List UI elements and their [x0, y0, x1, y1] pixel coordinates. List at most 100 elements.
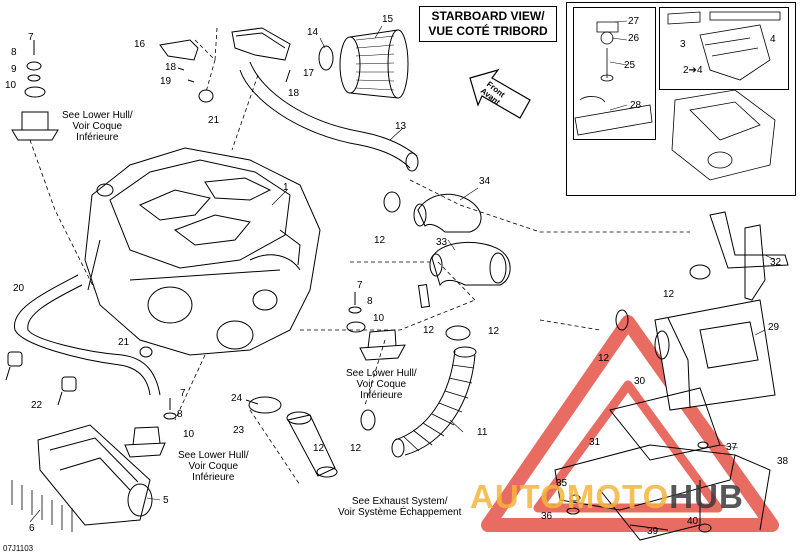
engine-1: [84, 147, 321, 356]
inset-sub-frame-left: [573, 7, 656, 140]
callout-13: 13: [395, 121, 407, 132]
callout-22: 22: [31, 400, 43, 411]
intercooler-29: [654, 299, 776, 411]
intake-hose-13: [239, 61, 419, 172]
note-lower-hull-mid: See Lower Hull/ Voir Coque Inférieure: [346, 368, 417, 401]
note-line: Inférieure: [360, 390, 403, 401]
callout-24: 24: [231, 393, 243, 404]
callout-12: 12: [350, 443, 362, 454]
support-31-38-40: [554, 441, 771, 541]
callout-36: 36: [541, 511, 553, 522]
callout-32: 32: [770, 257, 782, 268]
watermark-text-part2: HUB: [669, 478, 744, 515]
callout-33: 33: [436, 237, 448, 248]
callout-9: 9: [11, 64, 17, 75]
hose-20: [14, 274, 161, 396]
inset-drawing: [574, 11, 781, 181]
note-line: Voir Système Échappement: [338, 507, 462, 518]
callout-12: 12: [488, 326, 500, 337]
note-line: See Lower Hull/: [178, 450, 249, 461]
grommets-22: [5, 351, 77, 406]
callout-8: 8: [367, 296, 373, 307]
note-line: Voir Coque: [188, 461, 239, 472]
drawing-reference-code: 07J1103: [3, 544, 34, 553]
mount-10-bottom: [124, 426, 166, 458]
callout-21: 21: [208, 115, 220, 126]
callout-35: 35: [556, 478, 568, 489]
elbow-33: [429, 241, 511, 287]
callout-8: 8: [11, 47, 17, 58]
mount-10-top: [11, 86, 59, 141]
note-line: See Exhaust System/: [351, 496, 448, 507]
callout-11: 11: [477, 427, 488, 438]
fasteners-7-8-9: [26, 40, 362, 420]
callout-5: 5: [163, 495, 169, 506]
corrugated-hose-11: [391, 346, 477, 458]
note-exhaust-system: See Exhaust System/ Voir Système Échappe…: [338, 496, 461, 518]
note-line: See Lower Hull/: [346, 368, 417, 379]
callout-37: 37: [726, 442, 738, 453]
nozzle-23: [248, 396, 338, 478]
callout-39: 39: [647, 526, 659, 537]
callout-28: 28: [630, 100, 642, 111]
callout-7: 7: [28, 32, 34, 43]
note-line: See Lower Hull/: [62, 110, 133, 121]
callout-20: 20: [13, 283, 25, 294]
callout-12: 12: [663, 289, 675, 300]
callout-10: 10: [183, 429, 195, 440]
note-line: Voir Coque: [72, 121, 123, 132]
callout-12: 12: [598, 353, 610, 364]
callout-21: 21: [118, 337, 130, 348]
view-label-en: STARBOARD VIEW/: [431, 9, 545, 23]
callout-12: 12: [313, 443, 325, 454]
callout-27: 27: [628, 16, 640, 27]
callout-23: 23: [233, 425, 245, 436]
elbow-34: [413, 193, 482, 233]
callout-16: 16: [134, 39, 146, 50]
straps-32: [709, 211, 789, 301]
fitting-21a: [198, 89, 214, 103]
leader-lines: [29, 20, 776, 523]
intake-adapter: [231, 27, 291, 61]
callout-38: 38: [777, 456, 789, 467]
inset-sub-frame-right: [659, 7, 789, 90]
inset-frame: [566, 2, 796, 196]
callout-7: 7: [357, 280, 363, 291]
view-label-box: STARBOARD VIEW/ VUE COTÉ TRIBORD: [419, 6, 557, 42]
callout-12: 12: [374, 235, 386, 246]
callout-14: 14: [307, 27, 319, 38]
pipe-12: [417, 283, 431, 309]
note-lower-hull-bottom: See Lower Hull/ Voir Coque Inférieure: [178, 450, 249, 483]
air-filter-15: [339, 29, 409, 99]
callout-12: 12: [423, 325, 435, 336]
callout-18: 18: [288, 88, 300, 99]
note-lower-hull-top: See Lower Hull/ Voir Coque Inférieure: [62, 110, 133, 143]
watermark-logo: AUTOMOTOHUB: [470, 478, 744, 516]
callout-17: 17: [303, 68, 315, 79]
view-label-fr: VUE COTÉ TRIBORD: [428, 24, 548, 38]
assembly-lines: [29, 27, 690, 486]
manifold-6: [11, 424, 153, 532]
callout-3: 3: [680, 39, 686, 50]
callout-2-to-4: 2➔4: [683, 65, 703, 76]
note-line: Inférieure: [76, 132, 119, 143]
callout-15: 15: [382, 14, 394, 25]
clamp-14: [318, 45, 334, 71]
callout-30: 30: [634, 376, 646, 387]
clamps-12: [360, 191, 711, 431]
callout-4: 4: [770, 34, 776, 45]
callout-29: 29: [768, 322, 780, 333]
note-line: Inférieure: [192, 472, 235, 483]
callout-26: 26: [628, 33, 640, 44]
callout-6: 6: [29, 523, 35, 534]
bracket-16: [159, 39, 199, 61]
callout-31: 31: [589, 437, 601, 448]
callout-18: 18: [165, 62, 177, 73]
mount-10-mid: [346, 321, 406, 361]
front-arrow: [469, 68, 531, 119]
callout-40: 40: [687, 516, 699, 527]
fitting-21b: [139, 346, 153, 358]
callout-34: 34: [479, 176, 491, 187]
note-line: Voir Coque: [356, 379, 407, 390]
